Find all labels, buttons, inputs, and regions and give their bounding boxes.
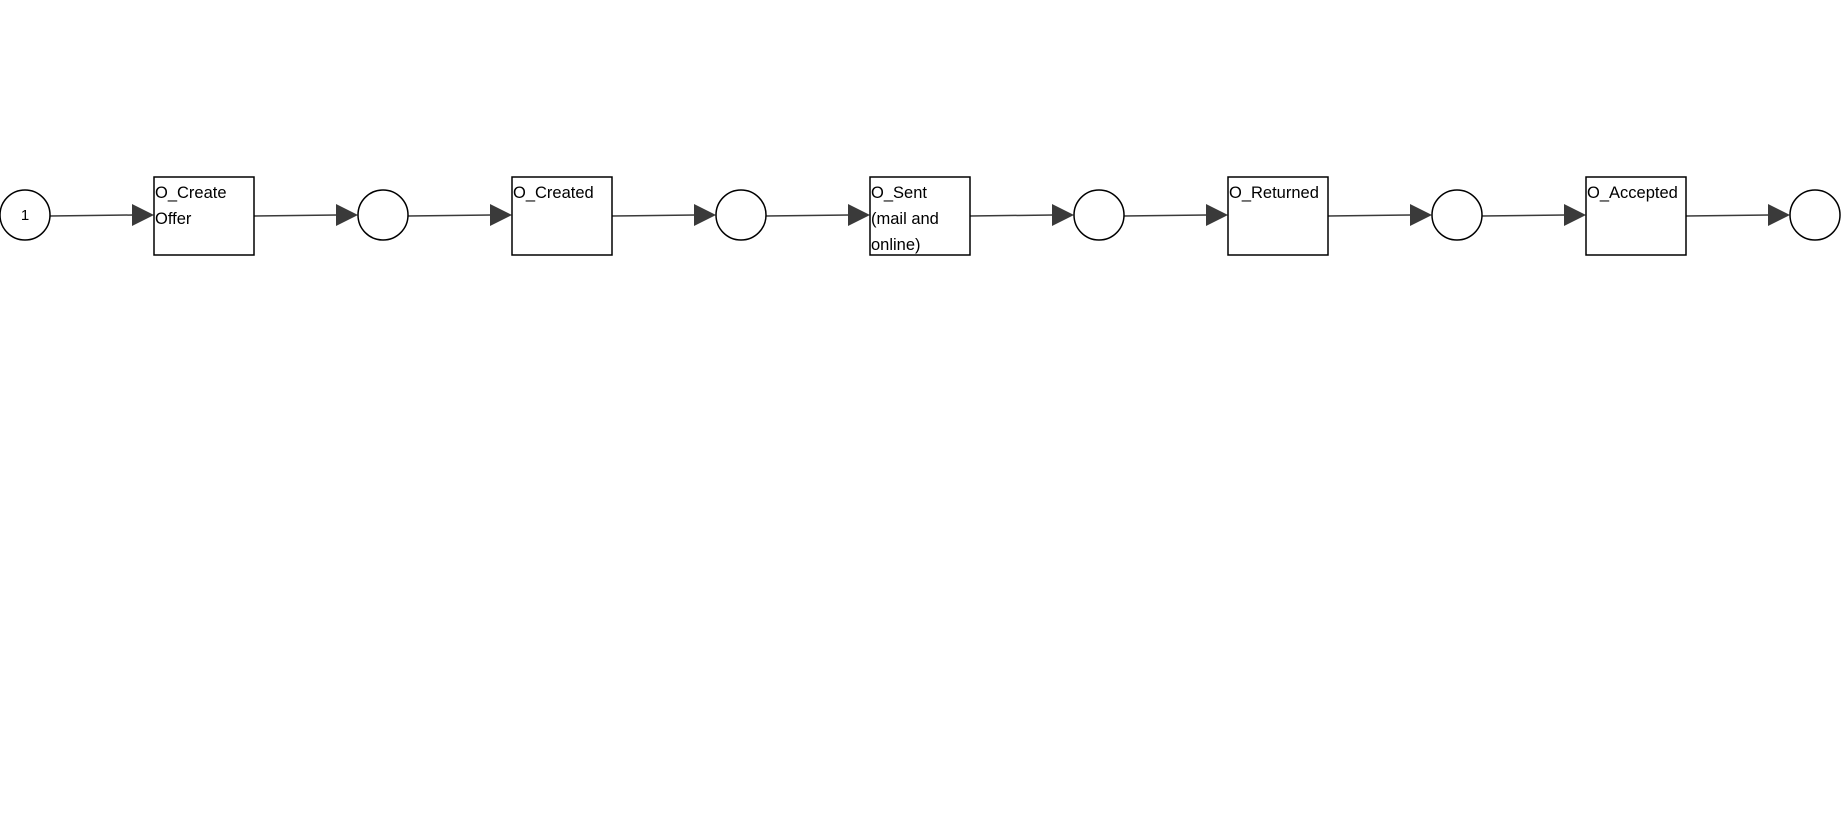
place-3: [1073, 189, 1125, 241]
place-circle: [715, 189, 767, 241]
arrowhead-icon: [1410, 204, 1432, 226]
arc-line: [611, 214, 696, 217]
place-circle: [0, 189, 51, 241]
arc-t3-p4: [1327, 204, 1432, 226]
transition-3: O_Returned: [1227, 176, 1329, 256]
place-2: [715, 189, 767, 241]
place-4: [1431, 189, 1483, 241]
transition-label-line: Offer: [155, 210, 192, 228]
place-circle: [357, 189, 409, 241]
arc-t1-p2: [611, 204, 716, 226]
arc-line: [253, 214, 338, 217]
arc-line: [1123, 214, 1208, 217]
arc-t4-p5: [1685, 204, 1790, 226]
transition-box: [1227, 176, 1329, 256]
transition-box: [869, 176, 971, 256]
transition-label-line: O_Accepted: [1587, 184, 1678, 202]
arc-t0-p1: [253, 204, 358, 226]
transition-label-line: online): [871, 236, 921, 254]
place-1: [357, 189, 409, 241]
arc-p1-t1: [407, 204, 512, 226]
arrowhead-icon: [1052, 204, 1074, 226]
transition-box: [1585, 176, 1687, 256]
arcs-layer: [49, 204, 1790, 226]
place-circle: [1431, 189, 1483, 241]
arrowhead-icon: [336, 204, 358, 226]
arc-line: [1327, 214, 1412, 217]
arc-line: [1685, 214, 1770, 217]
transition-1: O_Created: [511, 176, 613, 256]
arc-line: [765, 214, 850, 217]
transition-label-line: O_Create: [155, 184, 227, 202]
place-0: 1: [0, 189, 51, 241]
transition-label-line: O_Sent: [871, 184, 927, 202]
arrowhead-icon: [490, 204, 512, 226]
place-circle: [1789, 189, 1841, 241]
transition-box: [511, 176, 613, 256]
transition-label-line: O_Returned: [1229, 184, 1319, 202]
arrowhead-icon: [132, 204, 154, 226]
transition-box: [153, 176, 255, 256]
arc-t2-p3: [969, 204, 1074, 226]
arrowhead-icon: [848, 204, 870, 226]
arc-p3-t3: [1123, 204, 1228, 226]
arc-p0-t0: [49, 204, 154, 226]
place-circle: [1073, 189, 1125, 241]
arc-line: [49, 214, 134, 217]
transition-label-line: O_Created: [513, 184, 594, 202]
arc-p4-t4: [1481, 204, 1586, 226]
place-token-count: 1: [21, 207, 29, 224]
arc-line: [969, 214, 1054, 217]
arrowhead-icon: [1768, 204, 1790, 226]
arrowhead-icon: [1564, 204, 1586, 226]
place-5: [1789, 189, 1841, 241]
arc-line: [407, 214, 492, 217]
arrowhead-icon: [1206, 204, 1228, 226]
transition-label-line: (mail and: [871, 210, 939, 228]
transition-2: O_Sent (mail and online): [869, 176, 971, 256]
arc-line: [1481, 214, 1566, 217]
arrowhead-icon: [694, 204, 716, 226]
transition-4: O_Accepted: [1585, 176, 1687, 256]
arc-p2-t2: [765, 204, 870, 226]
